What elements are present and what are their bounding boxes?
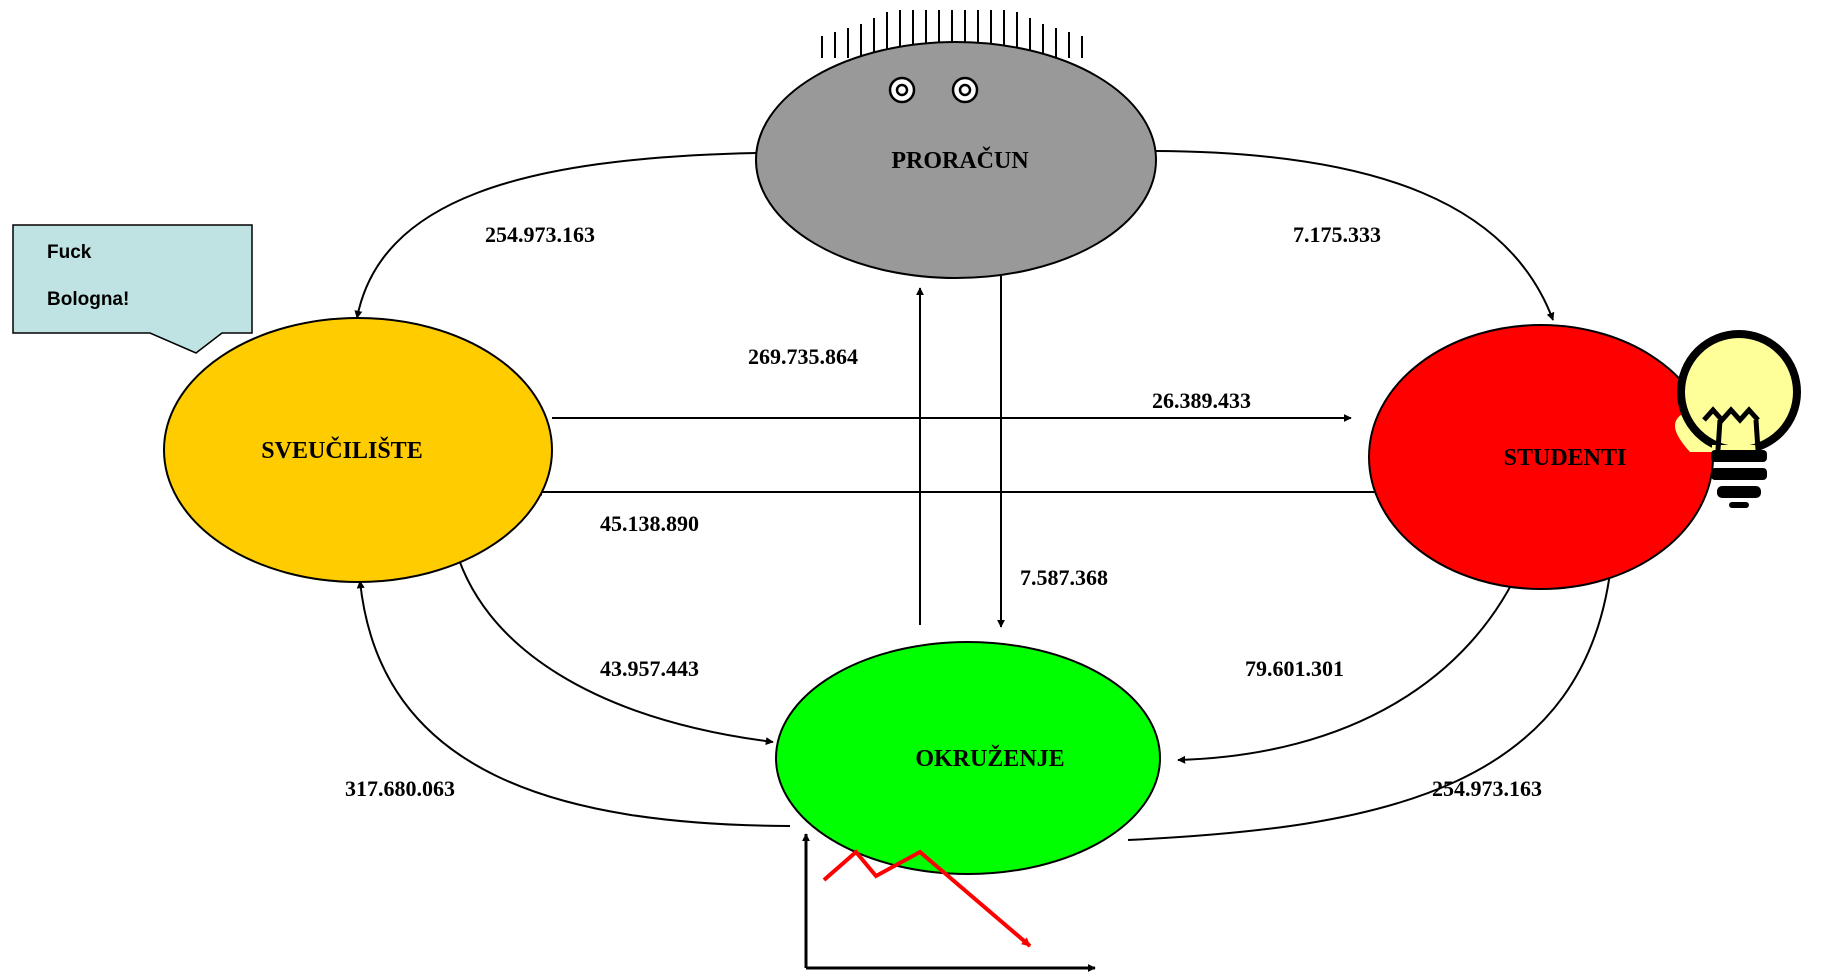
flow-label-sveuciliste-to-okruzenje: 43.957.443 <box>600 656 699 681</box>
node-label-proracun: PRORAČUN <box>891 147 1029 174</box>
declining-trend-chart-icon <box>802 833 1096 972</box>
flow-label-okruzenje-to-sveuciliste: 317.680.063 <box>345 776 455 801</box>
flow-label-proracun-to-sveuciliste: 254.973.163 <box>485 222 595 247</box>
flow-label-sveuciliste-to-studenti: 26.389.433 <box>1152 388 1251 413</box>
node-label-sveuciliste: SVEUČILIŠTE <box>261 437 422 464</box>
flow-label-studenti-to-sveuciliste: 45.138.890 <box>600 511 699 536</box>
node-label-studenti: STUDENTI <box>1504 445 1627 471</box>
node-sveuciliste <box>163 317 553 583</box>
node-proracun <box>755 41 1157 279</box>
speech-bubble-line-1: Fuck <box>47 242 92 263</box>
speech-bubble: Fuck Bologna! <box>12 224 253 354</box>
flow-label-okruzenje-to-proracun: 269.735.864 <box>748 344 858 369</box>
flow-okruzenje-to-studenti <box>1127 555 1616 841</box>
flow-label-proracun-to-studenti: 7.175.333 <box>1293 222 1381 247</box>
speech-bubble-line-2: Bologna! <box>47 289 129 310</box>
flow-label-studenti-to-okruzenje: 79.601.301 <box>1245 656 1344 681</box>
lightbulb-icon <box>1675 330 1801 508</box>
flow-studenti-to-okruzenje <box>1177 562 1523 764</box>
node-label-okruzenje: OKRUŽENJE <box>915 745 1064 772</box>
flow-label-proracun-to-okruzenje: 7.587.368 <box>1020 565 1108 590</box>
flow-sveuciliste-to-okruzenje <box>452 539 774 746</box>
flow-label-okruzenje-to-studenti: 254.973.163 <box>1432 776 1542 801</box>
flow-okruzenje-to-sveuciliste <box>356 580 791 827</box>
eyes-icon <box>888 76 979 104</box>
flow-proracun-to-studenti <box>1154 150 1555 321</box>
flow-proracun-to-sveuciliste <box>354 152 757 319</box>
node-okruzenje <box>775 641 1161 875</box>
